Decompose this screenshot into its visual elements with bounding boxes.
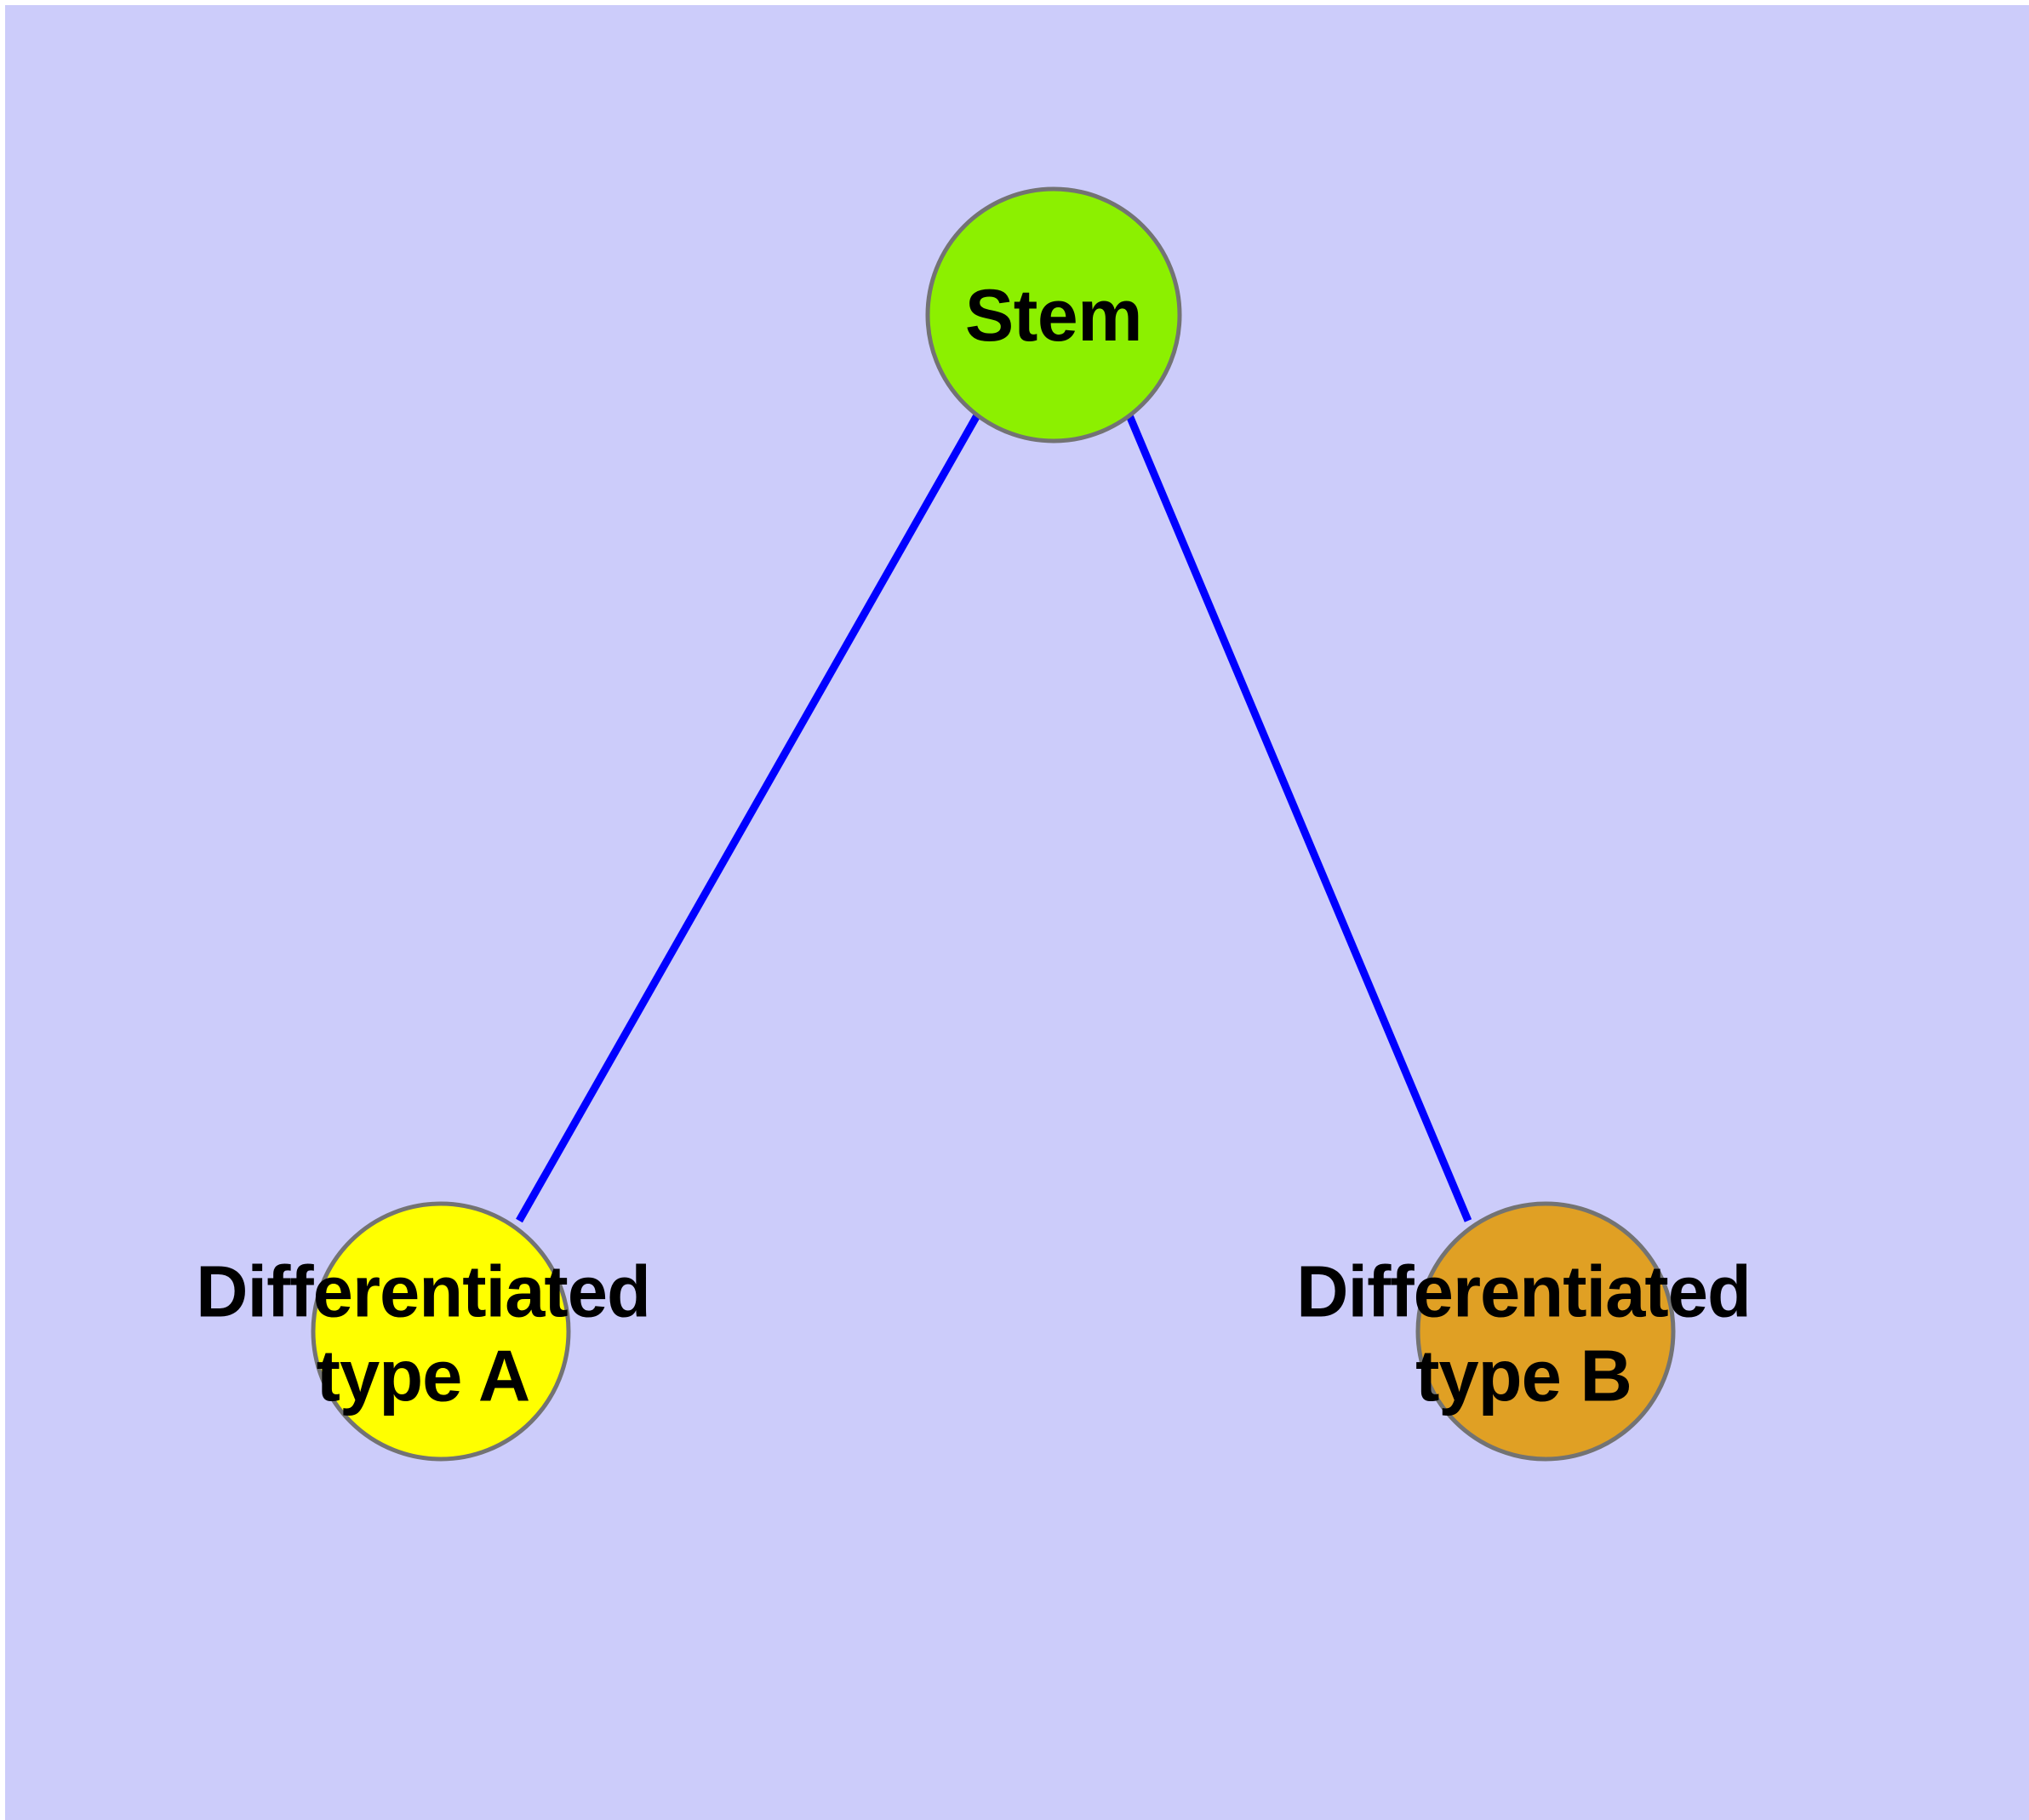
edge-stem-to-diff-b [1125,414,1472,1222]
edge-layer [516,413,1472,1223]
node-layer [311,186,1676,1462]
edge-stem-to-diff-a [516,413,980,1223]
node-circle-diff-b[interactable] [1415,1201,1676,1462]
node-circle-stem[interactable] [925,186,1182,444]
node-circle-diff-a[interactable] [311,1201,571,1462]
